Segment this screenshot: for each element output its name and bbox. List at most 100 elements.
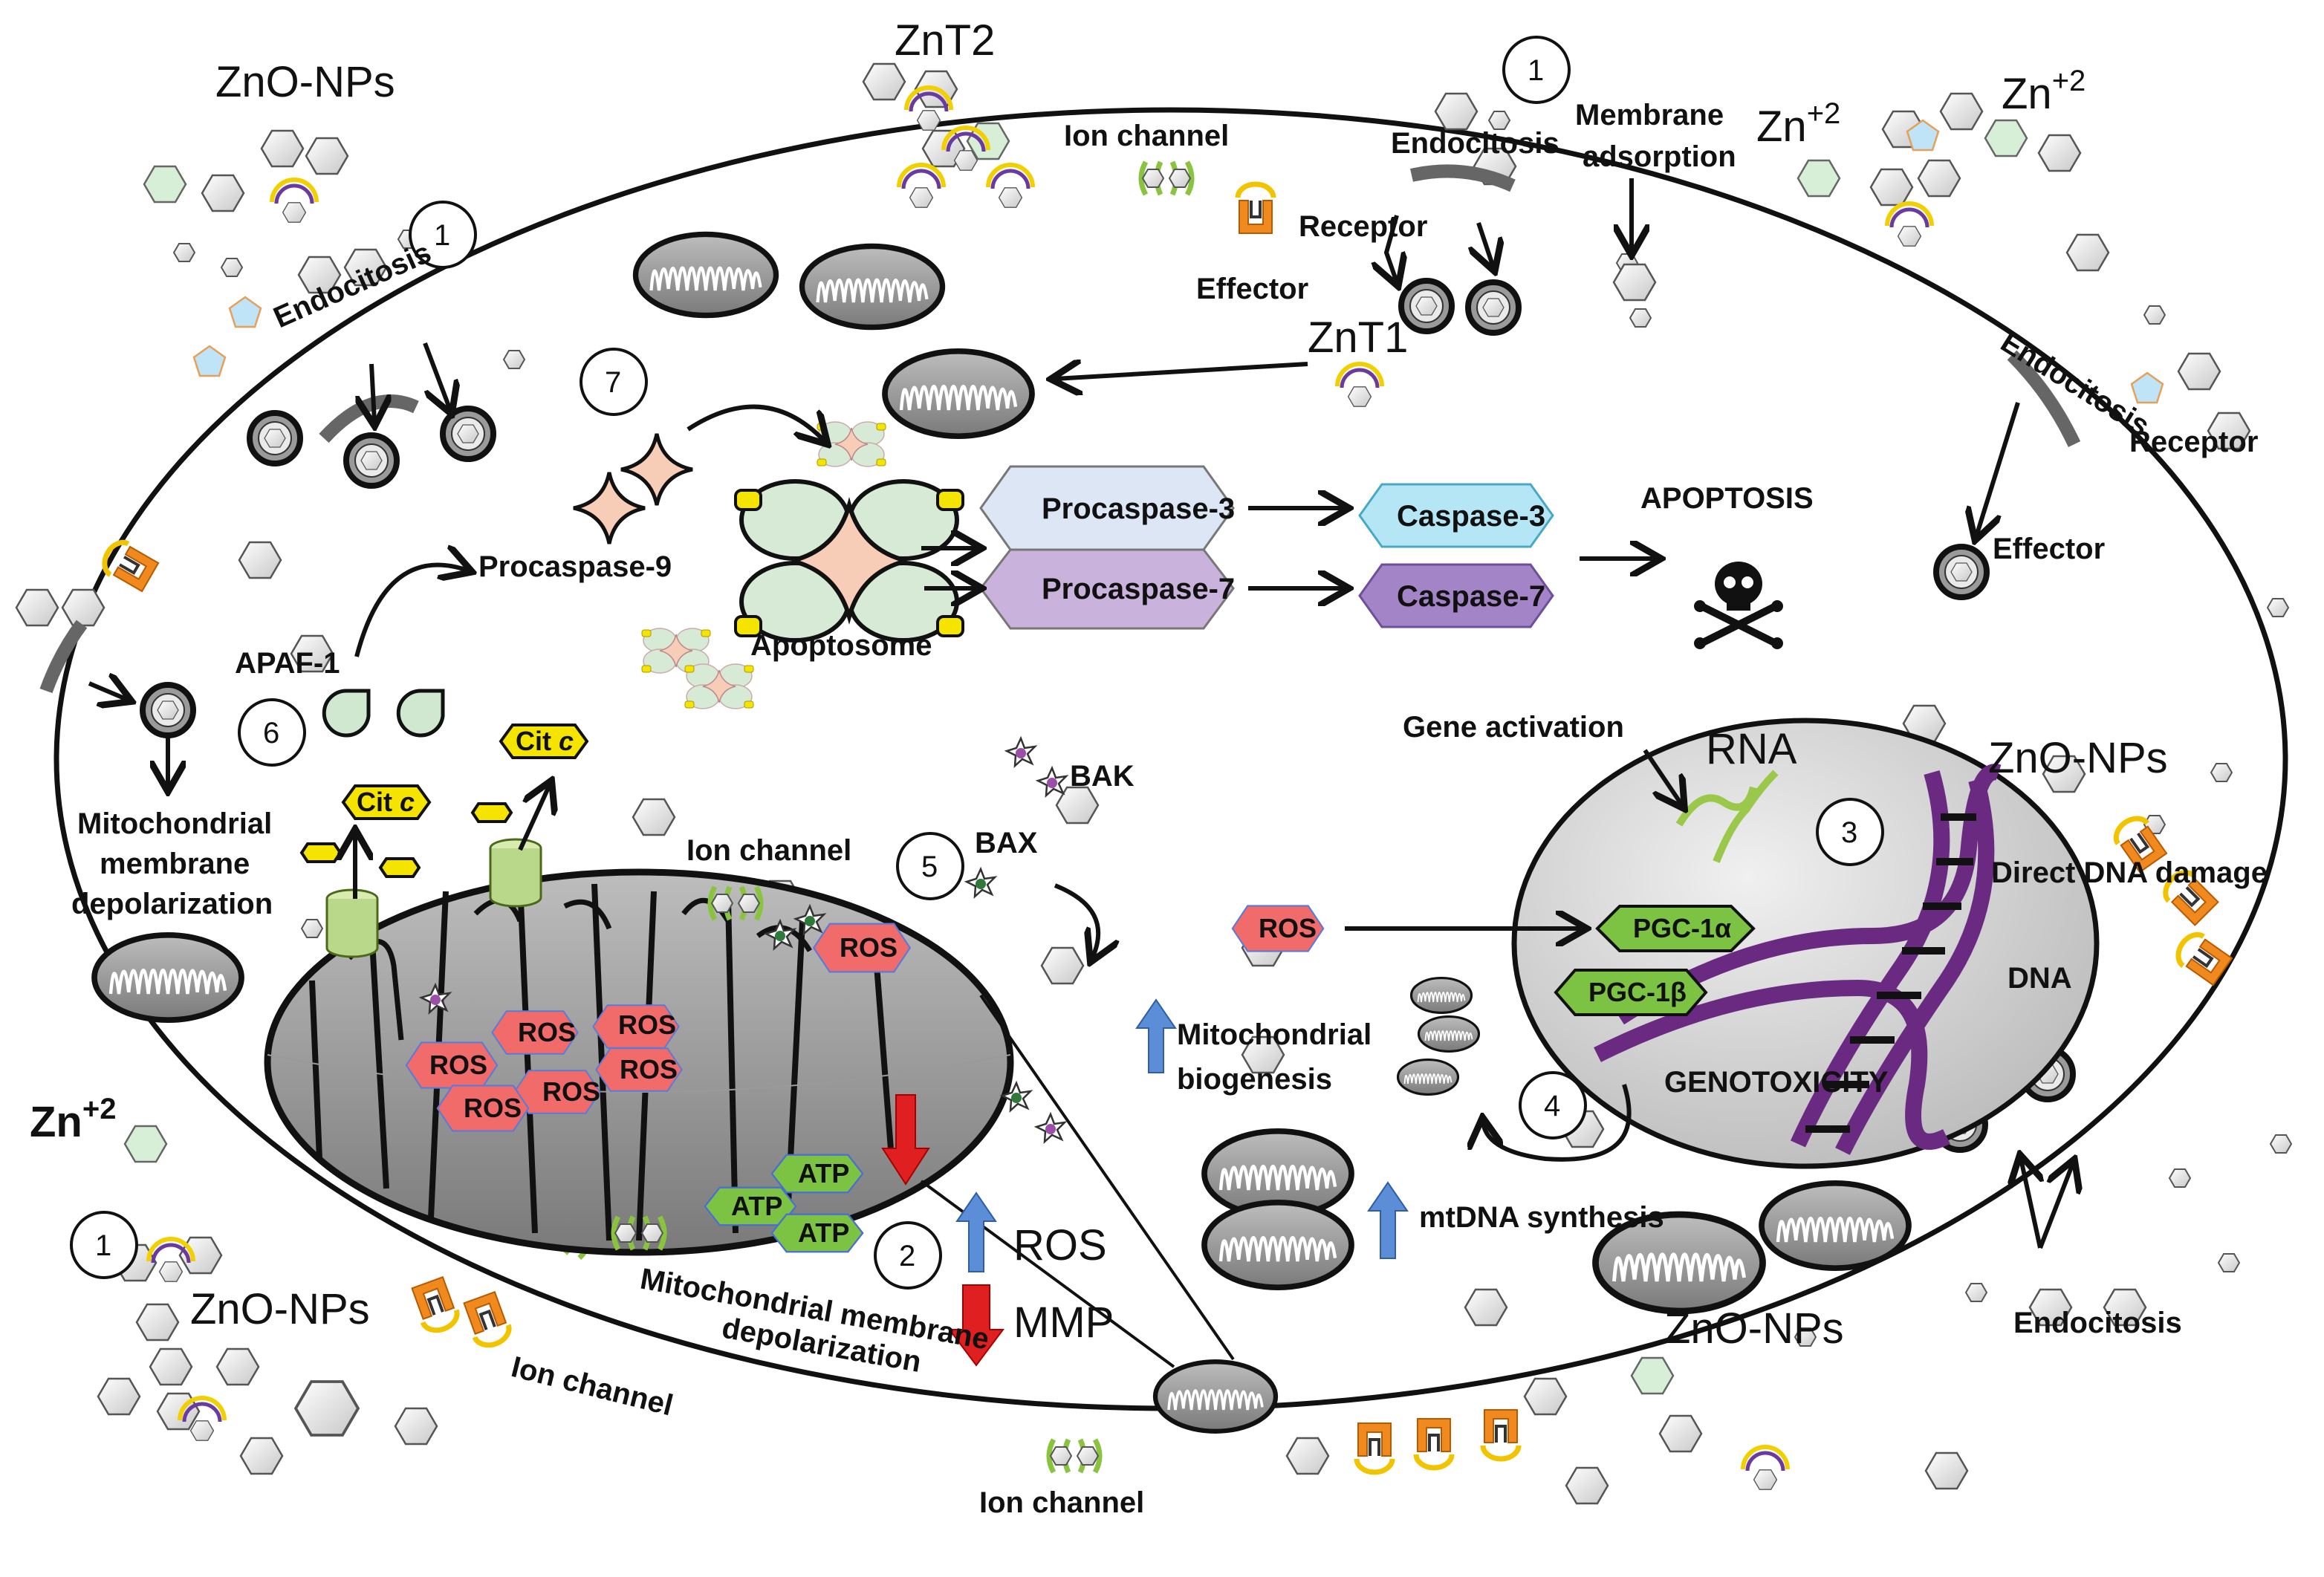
procaspase9-star-2 [621, 434, 692, 505]
zno-nps-label-top-left: ZnO-NPs [215, 58, 395, 106]
caspase3-shape [1358, 483, 1554, 548]
ion-channel-label-bottom: Ion channel [979, 1486, 1144, 1519]
step-6: 6 [263, 717, 279, 750]
gene-activation-label: Gene activation [1403, 711, 1624, 744]
dna-label: DNA [2007, 962, 2072, 995]
znt1-label: ZnT1 [1308, 313, 1408, 362]
ros-label-4: ROS [620, 1054, 678, 1085]
membrane-adsorption-label-1: Membrane [1575, 99, 1724, 131]
procaspase9-star-1 [574, 472, 645, 544]
bax-label: BAX [975, 827, 1038, 859]
procaspase3-label: Procaspase-3 [1042, 492, 1235, 525]
cit-c-channel-1 [325, 888, 379, 958]
dna-helix [1594, 764, 2002, 1155]
invagination-right [2007, 350, 2081, 447]
apoptosis-label: APOPTOSIS [1640, 482, 1814, 515]
effector-label-top: Effector [1196, 273, 1308, 305]
step-7: 7 [605, 366, 621, 399]
apaf1-1 [324, 691, 369, 735]
zn2-label-left: Zn+2 [30, 1093, 116, 1146]
pgc1a-label: PGC-1α [1633, 913, 1731, 943]
step-circles [70, 36, 1884, 1290]
up-arrow-mtdna [1367, 1181, 1409, 1259]
mito-depol-left-3: depolarization [71, 888, 273, 920]
invagination-far-left [39, 620, 88, 694]
mito-depol-left-2: membrane [100, 848, 250, 880]
endocitosis-label-bottom: Endocitosis [2013, 1307, 2182, 1339]
ros-label-8: ROS [1259, 913, 1317, 943]
up-arrow-mito-biogenesis [1135, 998, 1177, 1073]
ion-channel-bottom [1049, 1440, 1100, 1472]
mtdna-synthesis-label: mtDNA synthesis [1419, 1201, 1664, 1234]
bax-star [965, 868, 996, 898]
bak-label: BAK [1070, 760, 1135, 793]
step-4: 4 [1544, 1090, 1560, 1122]
apaf1-label: APAF-1 [235, 647, 340, 680]
membrane-adsorption-label-2: adsorption [1583, 140, 1736, 173]
receptor-bottom-left-2 [463, 1292, 513, 1350]
caspase7-shape [1358, 563, 1554, 628]
mini-apoptosome-1 [817, 421, 886, 467]
ros-label-7: ROS [840, 932, 898, 963]
ros-label-1: ROS [518, 1017, 576, 1047]
receptor-label-right: Receptor [2129, 426, 2258, 458]
ros-big-label: ROS [1013, 1221, 1107, 1269]
apoptosome-label: Apoptosome [750, 629, 932, 662]
cit-c-label-1: Cit c [357, 787, 415, 817]
mito-biogenesis-label-1: Mitochondrial [1177, 1018, 1372, 1051]
cit-c-label-2: Cit c [516, 726, 574, 756]
step-5: 5 [921, 851, 938, 883]
down-arrow-atp [881, 1094, 930, 1186]
procaspase9-label: Procaspase-9 [478, 550, 672, 583]
arrows [88, 178, 2073, 1249]
receptor-top [1238, 184, 1273, 233]
bak-star-mito-2 [1035, 1113, 1066, 1143]
rna-strand [1675, 770, 1779, 863]
rna-label: RNA [1706, 725, 1797, 773]
receptor-bottom-left [411, 1277, 461, 1335]
step-1-top-mid: 1 [1528, 54, 1544, 87]
genotoxicity-label: GENOTOXICITY [1664, 1066, 1889, 1099]
cit-c-arrow-2 [518, 784, 550, 851]
receptor-bottom-3 [1483, 1410, 1519, 1459]
ion-channel-label-bottom-left: Ion channel [508, 1350, 676, 1422]
up-arrow-ros [955, 1191, 997, 1272]
ion-channel-label-top: Ion channel [1064, 120, 1229, 152]
ion-channel-top [1141, 162, 1192, 195]
mito-depol-left-1: Mitochondrial [77, 807, 272, 840]
pgc1a-shape [1595, 905, 1756, 952]
mini-apoptosome-3 [684, 663, 754, 709]
atp-label-1: ATP [798, 1158, 849, 1189]
mito-biogenesis-label-2: biogenesis [1177, 1063, 1332, 1096]
receptor-bottom-2 [1416, 1419, 1452, 1468]
ros-label-5: ROS [542, 1076, 600, 1107]
receptor-right-3 [2172, 929, 2233, 986]
ros-label-3: ROS [429, 1050, 487, 1080]
bak-star-1 [1005, 737, 1036, 767]
atp-label-3: ATP [798, 1217, 849, 1248]
effector-label-right: Effector [1993, 533, 2105, 565]
procaspase7-label: Procaspase-7 [1042, 573, 1235, 605]
apaf1-2 [398, 691, 443, 735]
caspase3-label: Caspase-3 [1397, 500, 1545, 533]
zn2-label-top-b: Zn+2 [2002, 65, 2086, 118]
cit-c-channel-2 [489, 838, 542, 908]
step-3: 3 [1841, 816, 1857, 849]
bak-star-2 [1036, 767, 1068, 797]
zno-nps-label-right: ZnO-NPs [1988, 734, 2168, 782]
mmp-big-label: MMP [1013, 1298, 1114, 1347]
endocitosis-label-top: Endocitosis [1391, 127, 1559, 160]
cit-c-small-2 [379, 857, 421, 878]
zoom-line-2 [979, 994, 1235, 1361]
zno-nps-label-bottom-left: ZnO-NPs [190, 1285, 370, 1333]
ion-channel-label-mito: Ion channel [687, 834, 851, 867]
zn2-label-top-a: Zn+2 [1756, 97, 1840, 151]
skull-crossbones-icon [1694, 562, 1783, 649]
cit-c-small-1 [300, 842, 342, 863]
pgc1b-label: PGC-1β [1588, 977, 1687, 1007]
step-2: 2 [899, 1240, 915, 1272]
step-1-top-left: 1 [434, 219, 450, 252]
zno-nps-label-bottom-mid: ZnO-NPs [1664, 1304, 1844, 1353]
